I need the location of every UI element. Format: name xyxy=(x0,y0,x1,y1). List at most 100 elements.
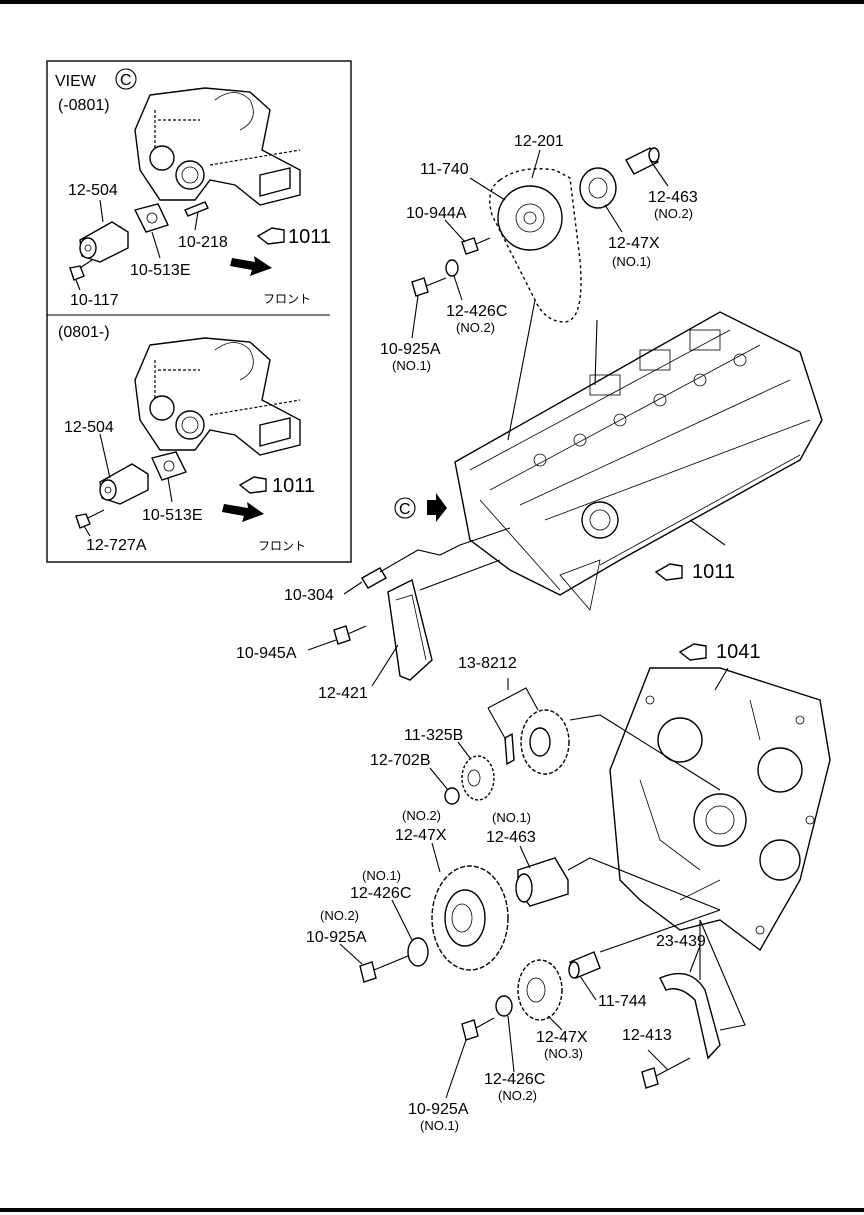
bottom-rule xyxy=(0,1208,864,1212)
label-12-47X-top-no: (NO.1) xyxy=(612,254,651,269)
view-marker: C xyxy=(120,72,132,89)
timing-case xyxy=(609,667,831,952)
svg-text:C: C xyxy=(399,501,411,518)
pointing-hand-icon xyxy=(678,643,707,661)
label-12-727A: 12-727A xyxy=(86,537,147,554)
dowel-pin-10-304[interactable] xyxy=(361,567,387,589)
camshaft-sprocket[interactable] xyxy=(497,185,563,251)
oil-control-valve-lower[interactable] xyxy=(99,463,149,505)
bolt-10-944A[interactable] xyxy=(461,237,491,255)
label-10-925A-top-no: (NO.1) xyxy=(392,358,431,373)
pointing-hand-icon xyxy=(654,563,683,581)
bolt-10-925A-top[interactable] xyxy=(411,277,447,297)
gear-12-47X-no2[interactable] xyxy=(431,865,509,971)
label-12-426C-mid: 12-426C xyxy=(350,885,411,902)
ref-1011-inset-upper[interactable]: 1011 xyxy=(256,226,331,248)
shaft-11-744[interactable] xyxy=(568,951,601,979)
range-new: (0801-) xyxy=(58,324,110,341)
label-11-744: 11-744 xyxy=(598,993,647,1010)
view-direction-arrow-icon xyxy=(427,493,447,522)
gear-13-8212[interactable] xyxy=(520,709,570,775)
label-12-47X-mid: 12-47X xyxy=(395,827,447,844)
ref-1041[interactable]: 1041 xyxy=(678,641,761,663)
label-12-463-top-no: (NO.2) xyxy=(654,206,693,221)
inset-housing-lower xyxy=(134,337,301,456)
front-direction-arrow-icon xyxy=(222,502,264,522)
label-12-504-b: 12-504 xyxy=(64,419,114,436)
view-marker-c: C xyxy=(394,493,447,522)
tensioner-arm-23-439[interactable] xyxy=(659,972,721,1060)
front-label-lower: フロント xyxy=(258,539,306,553)
inset-housing-upper xyxy=(134,87,301,206)
key-pin-13-8212[interactable] xyxy=(504,732,515,766)
label-10-513E-a: 10-513E xyxy=(130,262,191,279)
idler-shaft-top[interactable] xyxy=(625,147,660,175)
gear-12-47X-no3[interactable] xyxy=(517,959,563,1021)
washer-12-426C-no1[interactable] xyxy=(407,937,429,967)
ref-1011-main[interactable]: 1011 xyxy=(654,561,735,583)
label-23-439: 23-439 xyxy=(656,933,706,950)
inset-view-c: VIEW C (-0801) (0801-) xyxy=(46,60,352,563)
label-12-413: 12-413 xyxy=(622,1027,672,1044)
bolt-10-117[interactable] xyxy=(69,259,93,281)
label-12-201: 12-201 xyxy=(514,133,564,150)
label-10-925A-mid-no: (NO.2) xyxy=(320,908,359,923)
chain-guide-12-421[interactable] xyxy=(387,578,433,681)
idler-sprocket-top[interactable] xyxy=(579,167,617,209)
label-12-426C-top: 12-426C xyxy=(446,303,507,320)
gasket-upper[interactable] xyxy=(133,203,169,233)
svg-text:1011: 1011 xyxy=(692,561,735,583)
svg-text:1011: 1011 xyxy=(288,226,331,248)
oil-control-valve-upper[interactable] xyxy=(79,221,129,263)
label-10-513E-b: 10-513E xyxy=(142,507,203,524)
label-12-463-top: 12-463 xyxy=(648,189,698,206)
stud-bolt-upper[interactable] xyxy=(184,201,209,217)
label-10-925A-mid: 10-925A xyxy=(306,929,367,946)
label-12-426C-mid-no: (NO.1) xyxy=(362,868,401,883)
view-label: VIEW xyxy=(55,73,97,90)
svg-text:1041: 1041 xyxy=(716,641,761,663)
label-12-47X-mid-no: (NO.2) xyxy=(402,808,441,823)
label-12-463-mid: 12-463 xyxy=(486,829,536,846)
label-10-304: 10-304 xyxy=(284,587,334,604)
bolt-10-925A-no1-low[interactable] xyxy=(461,1017,495,1041)
range-old: (-0801) xyxy=(58,97,110,114)
bolt-10-945A[interactable] xyxy=(333,625,367,645)
label-11-740: 11-740 xyxy=(420,161,469,178)
label-10-945A: 10-945A xyxy=(236,645,297,662)
label-12-47X-low-no: (NO.3) xyxy=(544,1046,583,1061)
bolt-12-413[interactable] xyxy=(641,1057,691,1089)
label-12-421: 12-421 xyxy=(318,685,368,702)
label-12-702B: 12-702B xyxy=(370,752,431,769)
label-13-8212: 13-8212 xyxy=(458,655,517,672)
label-12-47X-low: 12-47X xyxy=(536,1029,588,1046)
pointing-hand-icon xyxy=(238,476,267,494)
label-12-504-a: 12-504 xyxy=(68,182,118,199)
label-10-944A: 10-944A xyxy=(406,205,467,222)
front-direction-arrow-icon xyxy=(230,256,272,276)
sprocket-11-325B[interactable] xyxy=(461,755,495,801)
bolt-10-925A-no2[interactable] xyxy=(359,955,409,983)
bolt-12-727A[interactable] xyxy=(75,509,105,529)
top-rule xyxy=(0,0,864,4)
washer-12-426C-no2-low[interactable] xyxy=(495,995,513,1017)
shaft-12-463-no1[interactable] xyxy=(515,857,569,907)
pointing-hand-icon xyxy=(256,227,285,245)
svg-text:1011: 1011 xyxy=(272,475,315,497)
label-12-426C-low-no: (NO.2) xyxy=(498,1088,537,1103)
gasket-lower[interactable] xyxy=(151,451,187,481)
label-12-426C-low: 12-426C xyxy=(484,1071,545,1088)
label-12-47X-top: 12-47X xyxy=(608,235,660,252)
nut-12-702B[interactable] xyxy=(444,787,460,805)
front-label-upper: フロント xyxy=(263,292,311,306)
ref-1011-inset-lower[interactable]: 1011 xyxy=(238,475,315,497)
label-11-325B: 11-325B xyxy=(404,727,463,744)
label-10-218: 10-218 xyxy=(178,234,228,251)
washer-top[interactable] xyxy=(445,259,459,277)
label-12-426C-top-no: (NO.2) xyxy=(456,320,495,335)
label-12-463-mid-no: (NO.1) xyxy=(492,810,531,825)
label-10-925A-low-no: (NO.1) xyxy=(420,1118,459,1133)
label-10-925A-top: 10-925A xyxy=(380,341,441,358)
label-10-925A-low: 10-925A xyxy=(408,1101,469,1118)
